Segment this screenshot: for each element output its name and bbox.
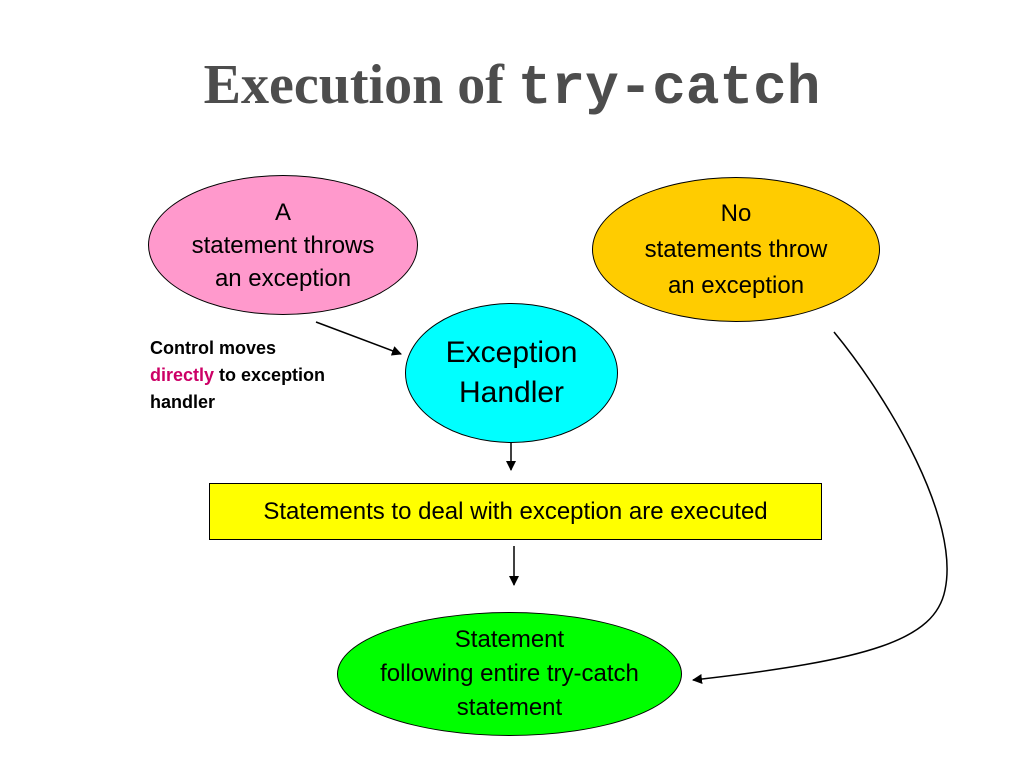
control-moves-annotation: Control moves directly to exception hand… <box>150 335 390 416</box>
annotation-line-2: directly to exception <box>150 362 390 389</box>
no-throw-line-1: No <box>720 199 752 227</box>
arrow-nothrow-to-following <box>692 331 948 684</box>
following-ellipse: Statement following entire try-catch sta… <box>337 612 682 736</box>
throws-ellipse: A statement throws an exception <box>148 175 418 315</box>
execute-box: Statements to deal with exception are ex… <box>209 483 822 540</box>
throws-line-3: an exception <box>214 264 352 292</box>
arrow-throws-to-handler <box>315 321 402 356</box>
annotation-highlight: directly <box>150 365 215 385</box>
throws-line-1: A <box>274 198 291 226</box>
page-title: Execution of try-catch <box>0 52 1024 121</box>
annotation-line-1: Control moves <box>150 338 277 358</box>
throws-line-2: statement throws <box>191 231 375 259</box>
title-text: Execution of <box>203 54 518 116</box>
handler-line-2: Handler <box>458 376 565 409</box>
annotation-line-3: handler <box>150 392 216 412</box>
title-code: try-catch <box>517 56 821 120</box>
execute-text: Statements to deal with exception are ex… <box>263 497 768 525</box>
handler-line-1: Exception <box>445 336 578 369</box>
following-line-3: statement <box>456 694 563 721</box>
no-throw-line-3: an exception <box>667 271 805 299</box>
following-line-2: following entire try-catch <box>380 660 639 687</box>
following-line-1: Statement <box>454 626 565 653</box>
annotation-line-2-rest: to exception <box>214 365 326 385</box>
no-throw-ellipse: No statements throw an exception <box>592 177 880 322</box>
no-throw-line-2: statements throw <box>644 235 828 263</box>
handler-ellipse: Exception Handler <box>405 303 618 443</box>
